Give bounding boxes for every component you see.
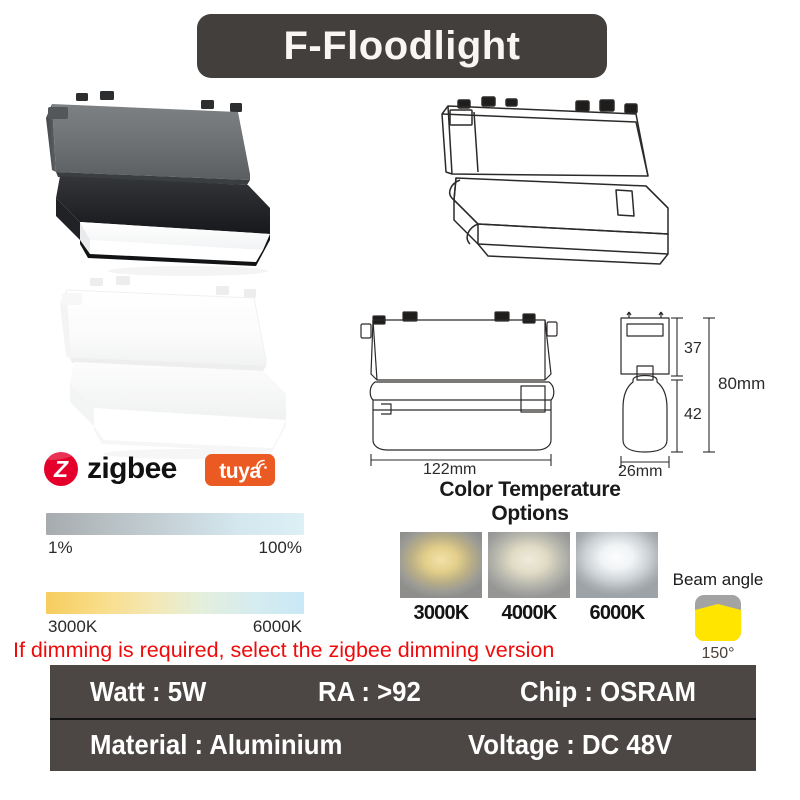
white-fixture-render [38, 272, 328, 460]
page-title: F-Floodlight [283, 23, 521, 68]
dimension-drawing-front: 122mm [355, 300, 580, 480]
specifications-table: Watt : 5W RA : >92 Chip : OSRAM Material… [50, 665, 756, 771]
cct-label-6000k: 6000K [589, 602, 646, 624]
dimension-drawing-side: 37 42 80mm 26mm [605, 300, 785, 480]
spec-voltage: Voltage : DC 48V [468, 728, 673, 760]
dimming-gradient [46, 513, 304, 535]
cct-max-label: 6000K [252, 617, 302, 636]
cct-swatch-labels: 3000K 4000K 6000K [400, 602, 660, 625]
cct-gradient [46, 592, 304, 614]
zigbee-logo: Z zigbee [44, 452, 177, 486]
spec-table-divider [50, 718, 756, 720]
spec-ra: RA : >92 [318, 675, 421, 707]
cct-glow-6000k [576, 532, 658, 598]
dim-side-svg [620, 311, 715, 468]
certification-logos: Z zigbee tuya [44, 452, 314, 496]
zigbee-mark-icon: Z [44, 452, 78, 486]
black-fixture-svg [46, 91, 270, 276]
tuya-logo: tuya [205, 454, 275, 486]
dimming-range-bar: 1% 100% [46, 513, 304, 560]
zigbee-z-glyph: Z [53, 455, 69, 482]
dimming-max-label: 100% [258, 538, 302, 557]
beam-angle-title: Beam angle [672, 570, 764, 589]
spec-chip: Chip : OSRAM [520, 675, 697, 707]
cct-glow-3000k [400, 532, 482, 598]
lineart-svg [441, 96, 669, 265]
beam-angle-icon [695, 595, 741, 641]
cct-glow-4000k [488, 532, 570, 598]
dimming-bar-labels: 1% 100% [46, 538, 304, 560]
tuya-wordmark: tuya [219, 459, 261, 483]
dimming-min-label: 1% [48, 538, 73, 557]
beam-peak-shape [695, 604, 741, 610]
dimension-depth-label: 26mm [618, 463, 663, 480]
beam-spread-shape [695, 610, 741, 641]
dimension-top-label: 37 [684, 340, 702, 357]
spec-material: Material : Aluminium [90, 728, 343, 760]
spec-row-2: Material : Aluminium Voltage : DC 48V [50, 718, 756, 771]
beam-angle-value: 150° [701, 645, 735, 662]
zigbee-wordmark: zigbee [87, 452, 177, 485]
tuya-wifi-icon [256, 459, 267, 469]
spec-row-1: Watt : 5W RA : >92 Chip : OSRAM [50, 665, 756, 718]
cct-swatch-4000k [488, 532, 570, 598]
beam-angle-section: Beam angle 150° [663, 570, 773, 663]
cct-label-4000k: 4000K [501, 602, 558, 624]
cct-min-label: 3000K [48, 617, 98, 636]
cct-label-3000k: 3000K [413, 602, 470, 624]
spec-watt: Watt : 5W [90, 675, 207, 707]
white-fixture-svg [60, 276, 286, 459]
cct-bar-labels: 3000K 6000K [46, 617, 304, 639]
dimension-total-label: 80mm [718, 374, 766, 393]
dim-front-svg [360, 311, 558, 466]
cct-swatch-row [400, 532, 660, 598]
dimension-width-label: 122mm [423, 461, 477, 478]
cct-swatch-3000k [400, 532, 482, 598]
black-fixture-render [38, 88, 328, 278]
color-temperature-options: Color Temperature Options 3000K 4000K 60… [400, 478, 660, 625]
lineart-fixture [420, 88, 670, 278]
cct-range-bar: 3000K 6000K [46, 592, 304, 639]
dimming-warning-text: If dimming is required, select the zigbe… [13, 638, 555, 662]
dimension-bottom-label: 42 [684, 406, 702, 423]
page-title-banner: F-Floodlight [197, 14, 607, 78]
cct-section-title: Color Temperature Options [439, 478, 621, 525]
cct-swatch-6000k [576, 532, 658, 598]
